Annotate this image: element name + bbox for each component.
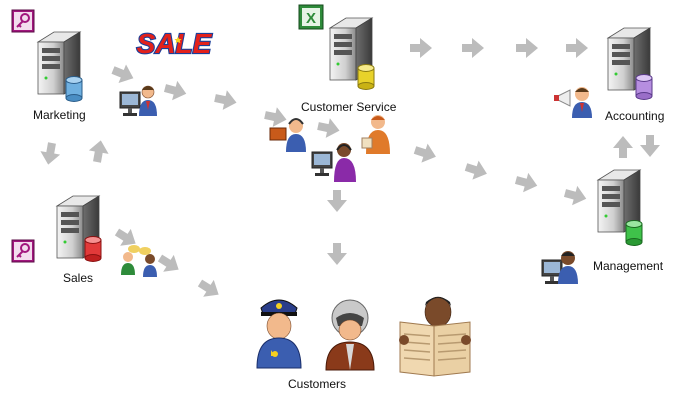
arrow bbox=[87, 139, 111, 164]
management-label: Management bbox=[593, 259, 663, 273]
arrow bbox=[462, 38, 484, 58]
arrow bbox=[613, 136, 633, 158]
customer-service-server bbox=[330, 18, 374, 90]
database-icon bbox=[85, 237, 101, 262]
management-server bbox=[598, 170, 642, 246]
arrow bbox=[640, 135, 660, 157]
accounting-employee-icon bbox=[554, 87, 592, 118]
sale-badge: SALE bbox=[137, 28, 213, 59]
excel-letter: X bbox=[306, 10, 316, 27]
arrow bbox=[562, 183, 588, 208]
access-icon bbox=[12, 10, 34, 32]
arrow bbox=[327, 190, 347, 212]
access-icon bbox=[12, 240, 34, 262]
marketing-employee-icon bbox=[120, 86, 157, 116]
database-icon bbox=[66, 77, 82, 102]
arrow bbox=[109, 61, 137, 88]
customers-label: Customers bbox=[288, 377, 346, 391]
sales-server bbox=[57, 196, 101, 262]
accounting-server bbox=[608, 28, 652, 100]
arrow bbox=[155, 250, 184, 279]
arrow bbox=[410, 38, 432, 58]
arrow bbox=[162, 78, 188, 103]
arrow bbox=[516, 38, 538, 58]
arrow bbox=[213, 88, 239, 112]
customer-police-icon bbox=[257, 300, 301, 368]
arrow bbox=[316, 116, 342, 140]
accounting-label: Accounting bbox=[605, 109, 664, 123]
sales-label: Sales bbox=[63, 271, 93, 285]
arrow bbox=[463, 157, 490, 183]
customer-service-label: Customer Service bbox=[301, 100, 396, 114]
sale-text: SALE bbox=[137, 28, 213, 59]
database-icon bbox=[636, 75, 652, 100]
arrow bbox=[513, 170, 539, 195]
arrow bbox=[327, 243, 347, 265]
arrow bbox=[195, 275, 224, 304]
management-employee-icon bbox=[542, 251, 578, 284]
arrow bbox=[263, 105, 289, 129]
database-icon bbox=[358, 65, 374, 90]
headset-agent-icon bbox=[312, 143, 356, 182]
customer-newspaper-icon bbox=[399, 297, 471, 376]
excel-icon: X bbox=[299, 5, 323, 29]
arrow bbox=[412, 140, 439, 166]
customer-helmet-icon bbox=[326, 300, 374, 370]
marketing-server bbox=[38, 32, 82, 102]
database-icon bbox=[626, 221, 642, 246]
arrow bbox=[566, 38, 588, 58]
writing-agent-icon bbox=[362, 115, 390, 154]
sales-handshake-icon bbox=[121, 245, 157, 277]
marketing-label: Marketing bbox=[33, 108, 86, 122]
arrow bbox=[38, 141, 62, 166]
